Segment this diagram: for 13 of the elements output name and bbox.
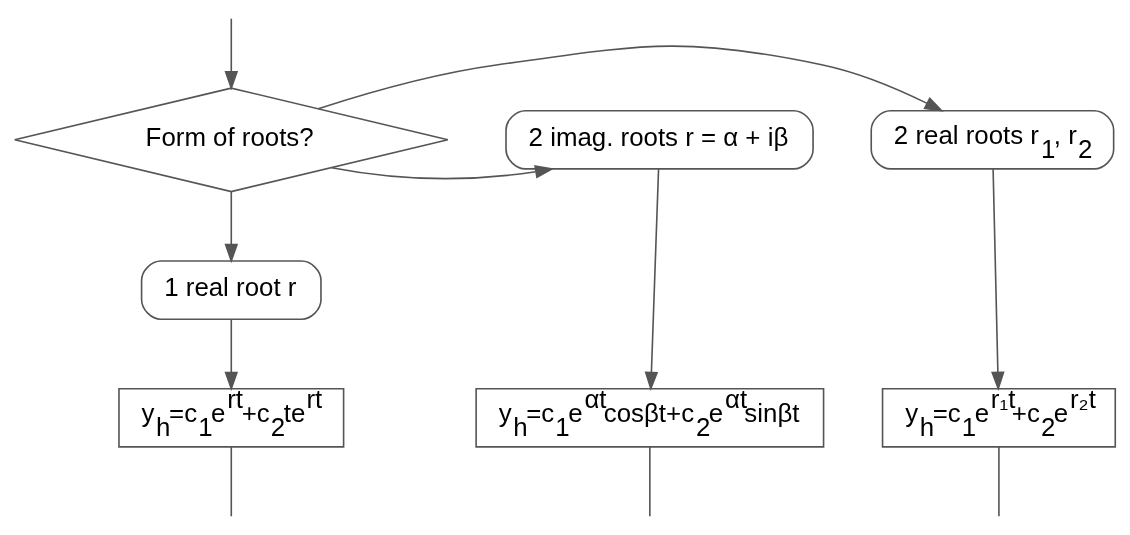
connector	[230, 446, 233, 518]
arrow	[317, 45, 944, 112]
connector	[998, 446, 1000, 518]
arrow	[644, 168, 660, 392]
arrow	[330, 165, 555, 180]
node-box: 1 real root r	[140, 260, 322, 320]
arrow	[224, 318, 239, 392]
arrow	[224, 17, 239, 91]
arrow	[991, 168, 1005, 392]
node-box: 2 imag. roots r = α + iβ	[505, 109, 814, 170]
arrow	[224, 190, 239, 264]
node-diamond: Form of roots?	[13, 87, 449, 193]
connector	[649, 446, 651, 518]
